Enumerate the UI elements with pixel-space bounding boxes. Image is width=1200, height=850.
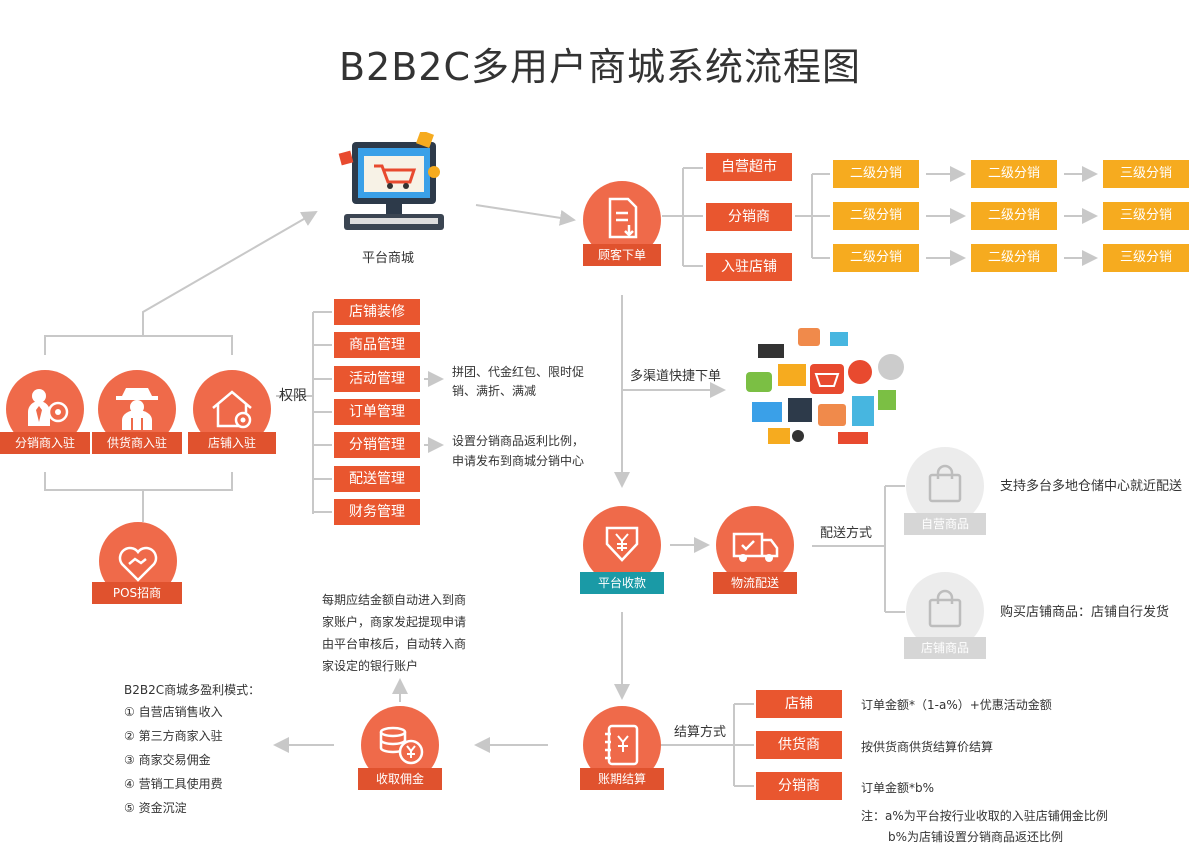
perm-delivery[interactable]: 配送管理 — [334, 466, 420, 492]
perm-distribution[interactable]: 分销管理 — [334, 432, 420, 458]
profit-title: B2B2C商城多盈利模式： — [124, 683, 261, 697]
perm-orders[interactable]: 订单管理 — [334, 399, 420, 425]
commission-note-1: 每期应结金额自动进入到商 — [322, 593, 467, 607]
dist-r1-c3[interactable]: 三级分销 — [1103, 160, 1189, 188]
order-label: 顾客下单 — [583, 244, 661, 266]
perm-decoration[interactable]: 店铺装修 — [334, 299, 420, 325]
settlement-label: 账期结算 — [580, 768, 664, 790]
note-line-2: b%为店铺设置分销商品返还比例 — [888, 830, 1064, 844]
logistics-circle[interactable] — [716, 506, 794, 584]
delivery-label: 配送方式 — [820, 526, 873, 541]
order-type-store[interactable]: 入驻店铺 — [706, 253, 792, 281]
settlement-method-label: 结算方式 — [674, 725, 727, 740]
shopping-bag-icon — [928, 589, 962, 628]
self-goods-note: 支持多台多地仓储中心就近配送 — [1000, 479, 1183, 494]
store-goods-label: 店铺商品 — [904, 637, 986, 659]
order-type-self[interactable]: 自营超市 — [706, 153, 792, 181]
settle-type-supplier[interactable]: 供货商 — [756, 731, 842, 759]
farmer-icon — [116, 388, 158, 430]
permission-label: 权限 — [279, 388, 307, 404]
entrant-distributor-label: 分销商入驻 — [0, 432, 90, 454]
platform-label: 平台商城 — [362, 251, 415, 266]
dist-r3-c2[interactable]: 二级分销 — [971, 244, 1057, 272]
profit-item-1: ① 自营店销售收入 — [124, 705, 223, 719]
distribution-note-1: 设置分销商品返利比例， — [452, 434, 585, 448]
payment-label: 平台收款 — [580, 572, 664, 594]
self-goods-circle[interactable] — [906, 447, 984, 525]
commission-note-2: 家账户，商家发起提现申请 — [322, 615, 467, 629]
activity-note-1: 拼团、代金红包、限时促 — [452, 365, 585, 379]
coins-icon — [379, 726, 424, 765]
perm-finance[interactable]: 财务管理 — [334, 499, 420, 525]
commission-note-3: 由平台审核后，自动转入商 — [322, 637, 467, 651]
truck-icon — [732, 532, 779, 562]
heart-handshake-icon — [118, 546, 158, 582]
store-goods-note: 购买店铺商品：店铺自行发货 — [1000, 605, 1170, 620]
distribution-note-2: 申请发布到商城分销中心 — [452, 454, 585, 468]
businessman-icon — [28, 389, 69, 426]
multichannel-illustration — [738, 324, 914, 450]
dist-r3-c1[interactable]: 二级分销 — [833, 244, 919, 272]
dist-r1-c2[interactable]: 二级分销 — [971, 160, 1057, 188]
order-doc-icon — [608, 197, 638, 239]
shopping-bag-icon — [928, 464, 962, 503]
platform-illustration — [334, 130, 450, 242]
settle-formula-store: 订单金额*（1-a%）+优惠活动金额 — [861, 698, 1052, 712]
pos-label: POS招商 — [92, 582, 182, 604]
dist-r3-c3[interactable]: 三级分销 — [1103, 244, 1189, 272]
settle-type-distributor[interactable]: 分销商 — [756, 772, 842, 800]
profit-item-4: ④ 营销工具使用费 — [124, 777, 223, 791]
perm-products[interactable]: 商品管理 — [334, 332, 420, 358]
perm-activity[interactable]: 活动管理 — [334, 366, 420, 392]
page-title: B2B2C多用户商城系统流程图 — [338, 45, 862, 89]
settle-type-store[interactable]: 店铺 — [756, 690, 842, 718]
profit-item-2: ② 第三方商家入驻 — [124, 729, 223, 743]
note-line-1: 注：a%为平台按行业收取的入驻店铺佣金比例 — [861, 809, 1108, 823]
multichannel-label: 多渠道快捷下单 — [630, 369, 722, 384]
house-gear-icon — [212, 390, 252, 429]
logistics-label: 物流配送 — [713, 572, 797, 594]
payment-circle[interactable] — [583, 506, 661, 584]
dist-r2-c3[interactable]: 三级分销 — [1103, 202, 1189, 230]
entrant-store-label: 店铺入驻 — [188, 432, 276, 454]
order-type-distributor[interactable]: 分销商 — [706, 203, 792, 231]
commission-note-4: 家设定的银行账户 — [322, 659, 419, 673]
activity-note-2: 销、满折、满减 — [452, 384, 537, 398]
self-goods-label: 自营商品 — [904, 513, 986, 535]
entrant-supplier-label: 供货商入驻 — [92, 432, 182, 454]
yuan-download-icon — [605, 526, 639, 562]
dist-r1-c1[interactable]: 二级分销 — [833, 160, 919, 188]
settle-formula-distributor: 订单金额*b% — [861, 781, 935, 795]
commission-label: 收取佣金 — [358, 768, 442, 790]
settle-formula-supplier: 按供货商供货结算价结算 — [861, 740, 994, 754]
profit-item-5: ⑤ 资金沉淀 — [124, 801, 187, 815]
dist-r2-c2[interactable]: 二级分销 — [971, 202, 1057, 230]
profit-item-3: ③ 商家交易佣金 — [124, 753, 211, 767]
dist-r2-c1[interactable]: 二级分销 — [833, 202, 919, 230]
ledger-yuan-icon — [605, 724, 639, 766]
